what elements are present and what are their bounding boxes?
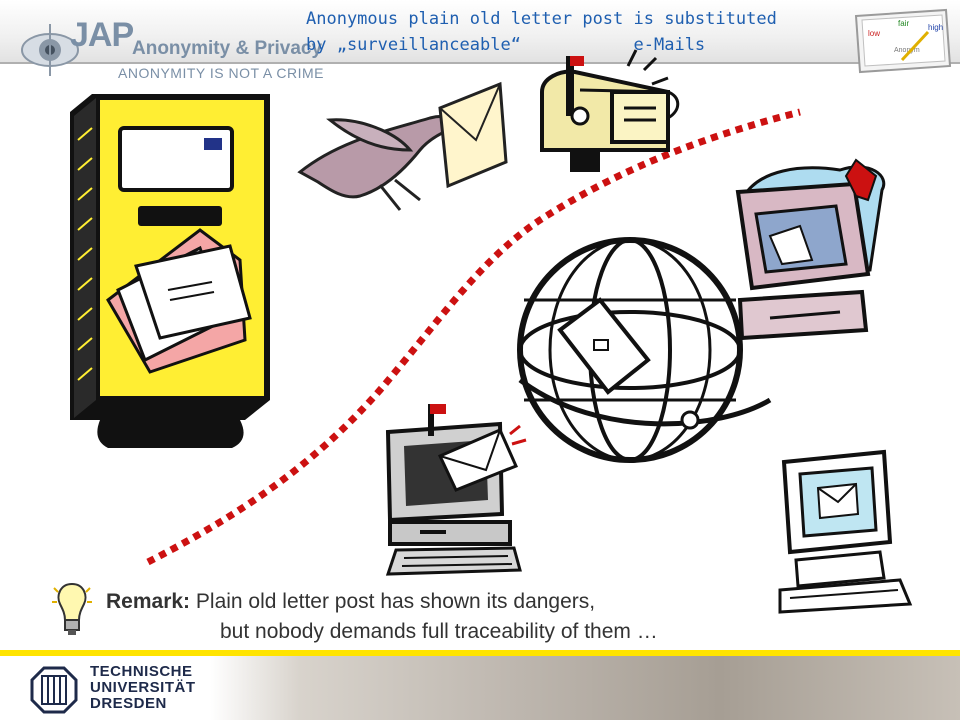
lightbulb-icon (52, 582, 92, 635)
badge-label-high: high (928, 23, 943, 32)
carrier-bird-icon (297, 81, 508, 211)
globe-mail-icon (517, 237, 772, 463)
header-divider (0, 62, 960, 64)
logo-wordmark: JAP (70, 16, 134, 54)
remark-text: Remark: Plain old letter post has shown … (106, 587, 658, 647)
eye-logo-icon (21, 24, 79, 76)
remark-line-2: but nobody demands full traceability of … (220, 620, 658, 643)
university-name-line-1: TECHNISCHE (90, 663, 193, 680)
remark-line-1: Plain old letter post has shown its dang… (195, 590, 596, 613)
university-name-line-2: UNIVERSITÄT (90, 679, 196, 696)
university-name: TECHNISCHE UNIVERSITÄT DRESDEN (90, 664, 196, 712)
title-line-2: by „surveillanceable“ e-Mails (306, 35, 706, 55)
badge-label-low: low (868, 29, 880, 38)
rural-mailbox-icon (540, 49, 680, 172)
footer: TECHNISCHE UNIVERSITÄT DRESDEN (0, 650, 960, 720)
university-name-line-3: DRESDEN (90, 695, 167, 712)
badge-label-fair: fair (898, 19, 909, 28)
anonymity-meter-icon: low fair high Anonym (854, 8, 952, 74)
illustration (70, 49, 913, 614)
logo-tagline: ANONYMITY IS NOT A CRIME (118, 65, 324, 81)
slide-title: Anonymous plain old letter post is subst… (306, 6, 866, 58)
logo-subtitle: Anonymity & Privacy (132, 38, 323, 59)
remark-label: Remark: (106, 590, 191, 613)
post-box-icon (70, 94, 270, 448)
footer-divider (0, 650, 960, 656)
desktop-mail-icon (385, 404, 527, 576)
monitor-envelope-icon (778, 449, 913, 614)
header: JAP Anonymity & Privacy ANONYMITY IS NOT… (0, 0, 960, 96)
tu-dresden-logo-icon (30, 666, 78, 714)
remark: Remark: Plain old letter post has shown … (52, 580, 812, 652)
badge-label-anonym: Anonym (894, 47, 920, 54)
title-line-1: Anonymous plain old letter post is subst… (306, 9, 777, 29)
dotted-transition-path (146, 108, 801, 566)
header-band (0, 0, 960, 62)
computer-mail-icon (735, 158, 886, 341)
